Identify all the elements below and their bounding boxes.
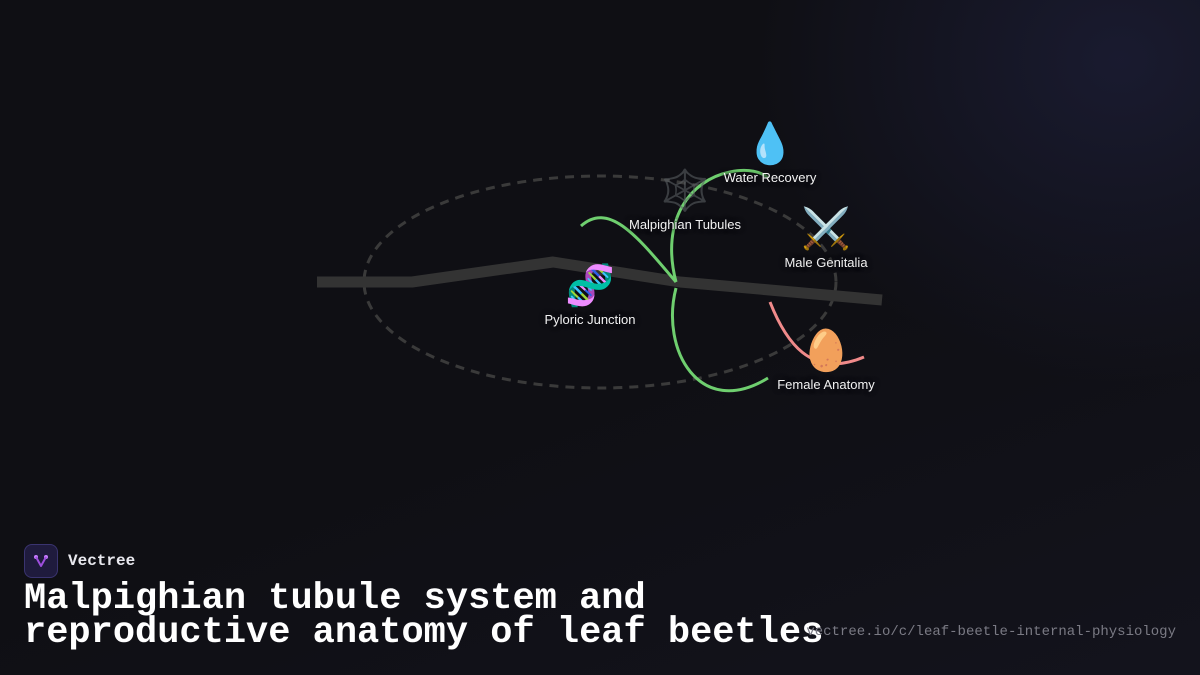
crossed-swords-icon: ⚔️	[801, 206, 851, 252]
node-malpighian-tubules[interactable]: 🕸️ Malpighian Tubules	[629, 167, 741, 232]
egg-icon: 🥚	[801, 328, 851, 374]
droplet-icon: 💧	[745, 121, 795, 167]
node-label: Male Genitalia	[784, 255, 868, 270]
node-female-anatomy[interactable]: 🥚 Female Anatomy	[777, 327, 875, 392]
gut-tube	[317, 256, 883, 306]
node-male-genitalia[interactable]: ⚔️ Male Genitalia	[784, 205, 867, 270]
female-duct-line	[768, 301, 865, 366]
node-pyloric-junction[interactable]: 🧬 Pyloric Junction	[544, 262, 635, 327]
brand-name: Vectree	[68, 552, 136, 570]
tubule-line-lower	[671, 287, 769, 393]
source-url[interactable]: vectree.io/c/leaf-beetle-internal-physio…	[806, 624, 1176, 640]
brand[interactable]: Vectree	[24, 544, 135, 578]
vectree-logo-icon	[24, 544, 58, 578]
node-label: Female Anatomy	[777, 377, 875, 392]
dna-icon: 🧬	[565, 263, 615, 309]
tubule-line-left	[580, 216, 678, 283]
node-label: Malpighian Tubules	[628, 217, 742, 232]
node-label: Water Recovery	[723, 170, 817, 185]
tubule-line-upper	[670, 168, 770, 283]
node-water-recovery[interactable]: 💧 Water Recovery	[724, 120, 817, 185]
node-label: Pyloric Junction	[544, 312, 636, 327]
spider-web-icon: 🕸️	[660, 168, 710, 214]
body-outline	[362, 174, 838, 390]
page-title: Malpighian tubule system and reproductiv…	[24, 578, 824, 654]
